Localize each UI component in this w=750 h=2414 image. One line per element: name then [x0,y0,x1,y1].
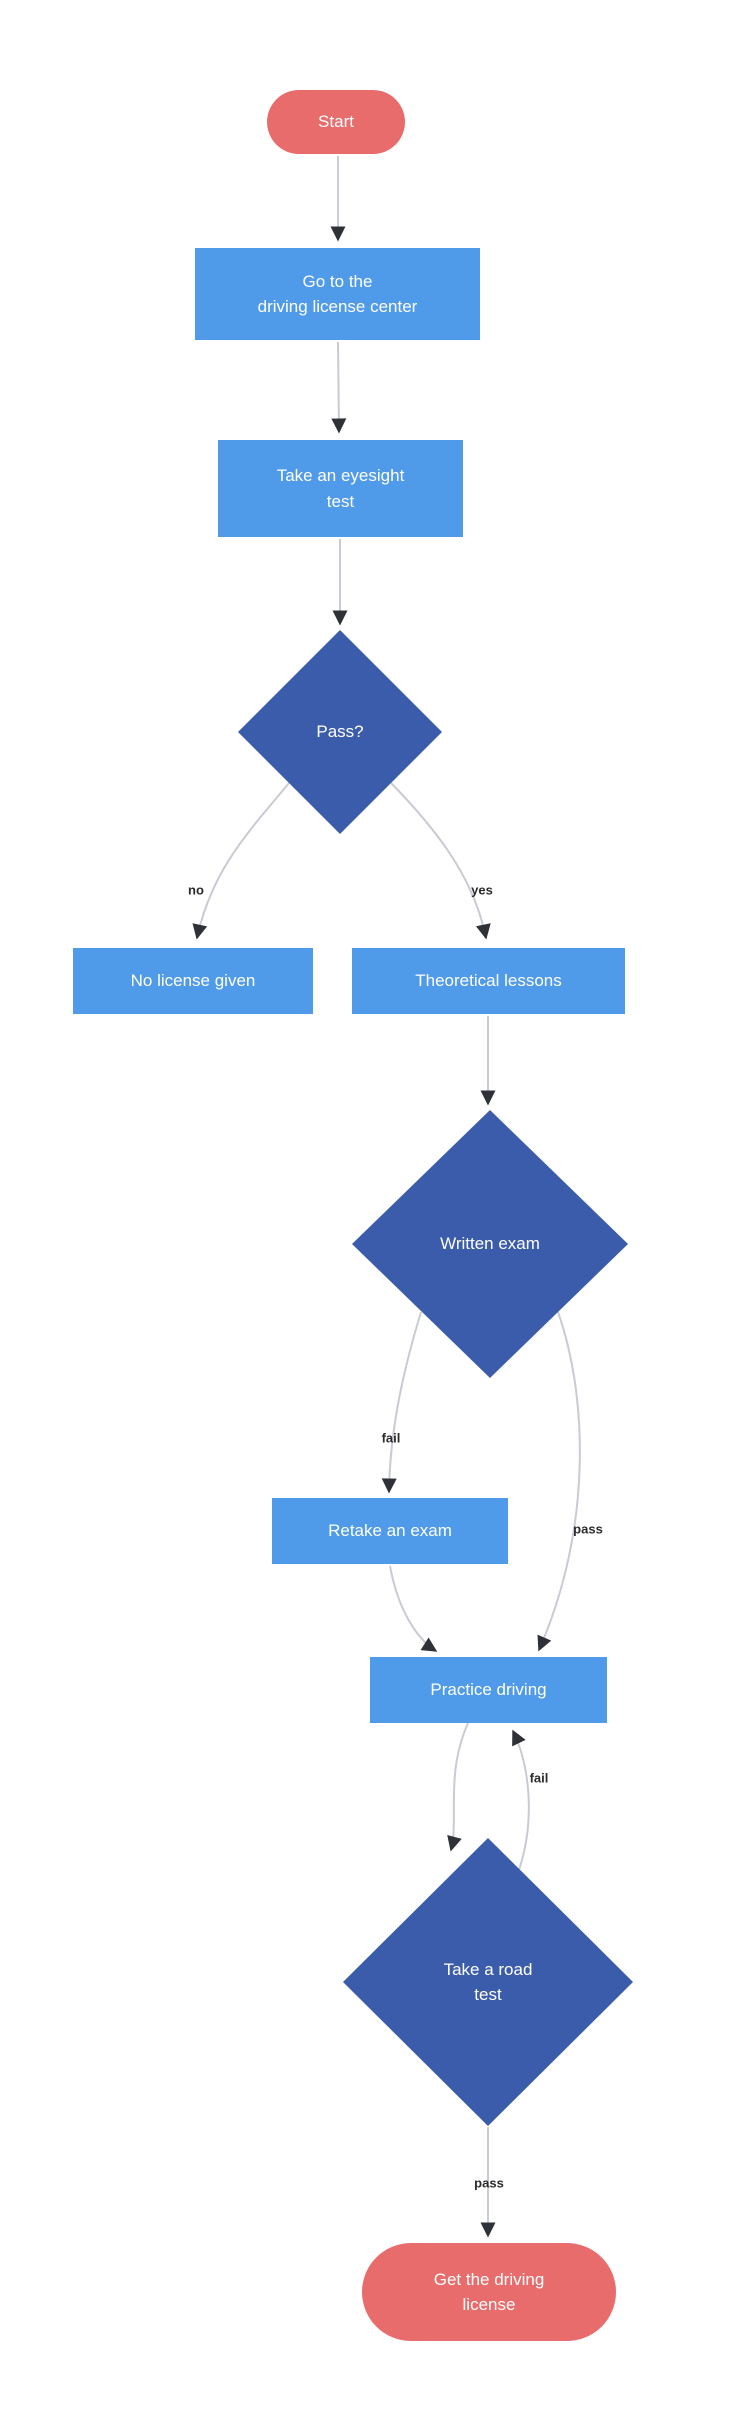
edge-written-pass-practice [537,1311,581,1652]
edge-retake-to-practice [389,1565,438,1652]
node-retake-exam: Retake an exam [272,1498,508,1564]
edge-label-pass-road: pass [474,2175,504,2191]
node-practice-driving: Practice driving [370,1657,607,1723]
edge-label-fail-road: fail [529,1770,549,1786]
edge-label-pass-written: pass [573,1521,603,1537]
edge-written-fail-retake [381,1311,422,1494]
edge-pass-no-license [192,782,290,940]
edge-roadtest-fail-practice [512,1729,530,1871]
edge-center-to-eyesight [331,341,347,434]
node-theoretical-lessons: Theoretical lessons [352,948,625,1014]
node-get-license: Get the driving license [362,2243,616,2341]
edge-practice-to-roadtest [447,1722,469,1852]
node-eyesight-test: Take an eyesight test [218,440,463,537]
node-start: Start [267,90,405,154]
edge-label-yes: yes [471,882,493,898]
node-go-to-center: Go to the driving license center [195,248,480,340]
edge-label-no: no [188,882,204,898]
node-no-license: No license given [73,948,313,1014]
edge-label-fail-written: fail [381,1430,401,1446]
edge-pass-yes-theoretical [390,782,491,940]
